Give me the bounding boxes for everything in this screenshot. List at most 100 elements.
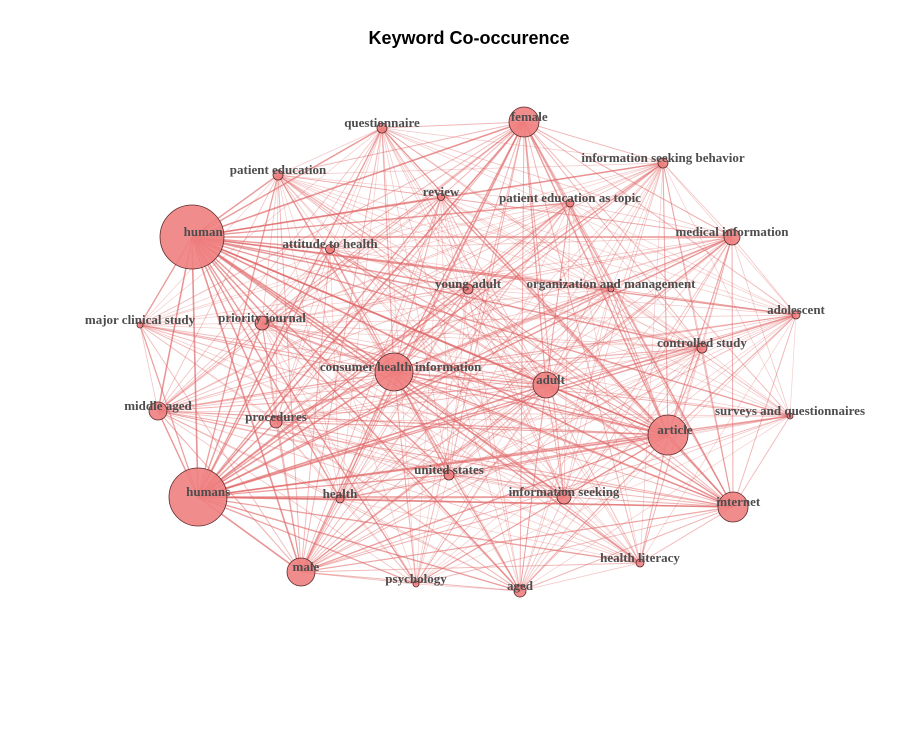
- edge: [662, 162, 734, 508]
- edge: [157, 322, 263, 412]
- edge: [275, 248, 331, 423]
- edge: [519, 314, 797, 592]
- node-information-seeking-behavior: [657, 157, 669, 169]
- edge: [731, 236, 797, 316]
- edge: [191, 121, 525, 238]
- edge: [329, 236, 733, 250]
- edge: [440, 196, 565, 498]
- edge: [261, 322, 395, 373]
- edge: [667, 236, 733, 436]
- edge: [662, 162, 791, 417]
- node-consumer-health-information: [374, 352, 414, 392]
- edge: [639, 236, 733, 564]
- edge: [275, 421, 565, 498]
- edge: [275, 288, 469, 423]
- edge: [545, 384, 791, 417]
- node-adolescent: [791, 310, 801, 320]
- edge: [339, 415, 791, 500]
- node-label: review: [423, 184, 460, 199]
- edge: [440, 196, 450, 476]
- edge: [563, 236, 733, 498]
- edge: [381, 127, 791, 417]
- edge: [662, 162, 703, 349]
- edge: [545, 384, 669, 436]
- edge: [467, 288, 641, 564]
- edge: [197, 127, 383, 498]
- edge: [381, 127, 669, 436]
- edge: [519, 384, 547, 592]
- edge: [381, 127, 703, 349]
- edge: [275, 236, 733, 423]
- edge: [300, 162, 664, 573]
- edge: [275, 347, 703, 423]
- node-label: aged: [507, 578, 534, 593]
- edge: [329, 248, 734, 508]
- edge: [275, 421, 641, 564]
- edge: [563, 496, 734, 508]
- edge: [523, 121, 641, 564]
- edge: [329, 202, 571, 250]
- edge: [261, 288, 612, 324]
- edge: [381, 127, 797, 316]
- node-united-states: [443, 469, 455, 481]
- edge: [329, 248, 703, 349]
- node-label: young adult: [435, 276, 502, 291]
- edge: [523, 121, 703, 349]
- edge: [157, 314, 797, 412]
- edge: [275, 415, 791, 423]
- edge: [197, 384, 547, 498]
- node-internet: [717, 491, 749, 523]
- node-label: humans: [186, 484, 230, 499]
- edge: [197, 496, 417, 585]
- edge: [393, 371, 791, 417]
- edge: [329, 121, 525, 250]
- edge: [639, 314, 797, 564]
- edge: [732, 415, 791, 508]
- edge: [191, 236, 521, 592]
- edge: [329, 248, 641, 564]
- node-label: procedures: [245, 409, 307, 424]
- edge: [300, 371, 395, 573]
- edge: [569, 202, 797, 316]
- edge: [157, 410, 565, 498]
- edge: [448, 162, 664, 476]
- edge: [191, 236, 199, 498]
- node-medical-information: [723, 228, 741, 246]
- edge: [191, 236, 641, 564]
- edge: [339, 498, 417, 585]
- edge: [329, 248, 469, 290]
- edge: [277, 174, 703, 349]
- edge: [467, 288, 703, 349]
- edge: [139, 248, 331, 326]
- node-information-seeking: [556, 489, 572, 505]
- node-attitude-to-health: [325, 244, 335, 254]
- edge: [261, 121, 525, 324]
- edge: [139, 324, 547, 386]
- edge: [157, 410, 450, 476]
- edge: [261, 162, 664, 324]
- edge: [339, 434, 669, 500]
- edge: [277, 174, 641, 564]
- edge: [393, 196, 442, 373]
- edge: [339, 162, 664, 500]
- edge: [393, 371, 417, 585]
- edge: [197, 174, 279, 498]
- edge: [467, 121, 525, 290]
- edge: [191, 236, 277, 423]
- node-major-clinical-study: [136, 321, 144, 329]
- edge: [261, 322, 521, 592]
- edge: [448, 347, 703, 476]
- node-review: [437, 193, 445, 201]
- edge: [415, 196, 442, 585]
- edge: [440, 196, 734, 508]
- edge: [329, 248, 669, 436]
- edge: [300, 384, 547, 573]
- edge: [261, 202, 571, 324]
- edge: [261, 322, 450, 476]
- edge: [261, 196, 442, 324]
- edge: [339, 474, 450, 500]
- edge: [448, 288, 469, 476]
- edge: [732, 314, 797, 508]
- edge: [523, 121, 734, 508]
- edge: [300, 347, 703, 573]
